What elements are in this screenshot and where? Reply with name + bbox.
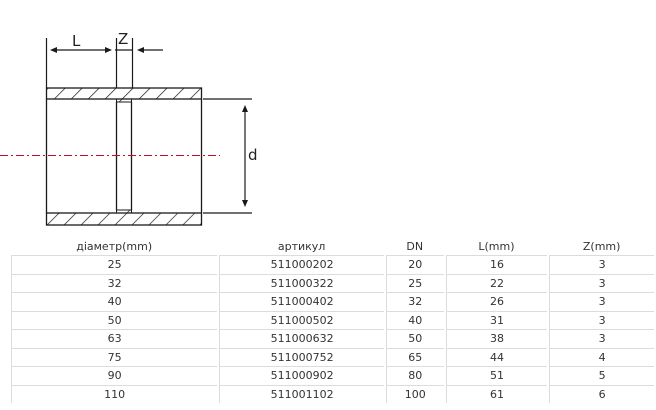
pipe-wall-bottom <box>45 209 203 226</box>
coupling-diagram: L Z d <box>0 30 258 226</box>
cell-length: 44 <box>445 347 548 366</box>
cell-gap: 3 <box>549 310 654 329</box>
cell-article: 511001102 <box>219 384 384 403</box>
cell-length: 26 <box>445 292 548 311</box>
cell-dn: 40 <box>385 310 444 329</box>
cell-length: 38 <box>445 329 548 348</box>
cell-article: 511000202 <box>219 255 384 274</box>
header-article: артикул <box>277 239 326 253</box>
cell-length: 22 <box>445 273 548 292</box>
dimension-d <box>203 98 252 214</box>
cell-gap: 3 <box>549 292 654 311</box>
cell-gap: 3 <box>549 273 654 292</box>
cell-dn: 20 <box>385 255 444 274</box>
cell-gap: 3 <box>549 329 654 348</box>
cell-length: 16 <box>445 255 548 274</box>
dimension-L <box>45 38 163 88</box>
label-Z: Z <box>118 30 128 48</box>
cell-gap: 6 <box>549 384 654 403</box>
header-diameter: діаметр(mm) <box>76 239 153 253</box>
cell-diameter: 90 <box>11 366 218 385</box>
cell-length: 31 <box>445 310 548 329</box>
cell-length: 61 <box>445 384 548 403</box>
cell-gap: 3 <box>549 255 654 274</box>
cell-article: 511000502 <box>219 310 384 329</box>
cell-dn: 32 <box>385 292 444 311</box>
cell-dn: 25 <box>385 273 444 292</box>
cell-article: 511000402 <box>219 292 384 311</box>
cell-length: 51 <box>445 366 548 385</box>
cell-article: 511000752 <box>219 347 384 366</box>
cell-diameter: 32 <box>11 273 218 292</box>
cell-dn: 65 <box>385 347 444 366</box>
label-L: L <box>72 32 81 50</box>
pipe-wall-top <box>45 87 203 103</box>
cell-diameter: 75 <box>11 347 218 366</box>
table-header-row: діаметр(mm) артикул DN L(mm) Z(mm) <box>11 237 654 255</box>
cell-diameter: 63 <box>11 329 218 348</box>
header-length: L(mm) <box>478 239 515 253</box>
cell-article: 511000632 <box>219 329 384 348</box>
cell-gap: 4 <box>549 347 654 366</box>
cell-dn: 80 <box>385 366 444 385</box>
cell-article: 511000902 <box>219 366 384 385</box>
label-d: d <box>248 146 258 164</box>
header-gap: Z(mm) <box>582 239 621 253</box>
cell-diameter: 40 <box>11 292 218 311</box>
cell-diameter: 25 <box>11 255 218 274</box>
header-dn: DN <box>406 239 424 253</box>
cell-article: 511000322 <box>219 273 384 292</box>
cell-dn: 100 <box>385 384 444 403</box>
cell-dn: 50 <box>385 329 444 348</box>
cell-gap: 5 <box>549 366 654 385</box>
cell-diameter: 110 <box>11 384 218 403</box>
cell-diameter: 50 <box>11 310 218 329</box>
